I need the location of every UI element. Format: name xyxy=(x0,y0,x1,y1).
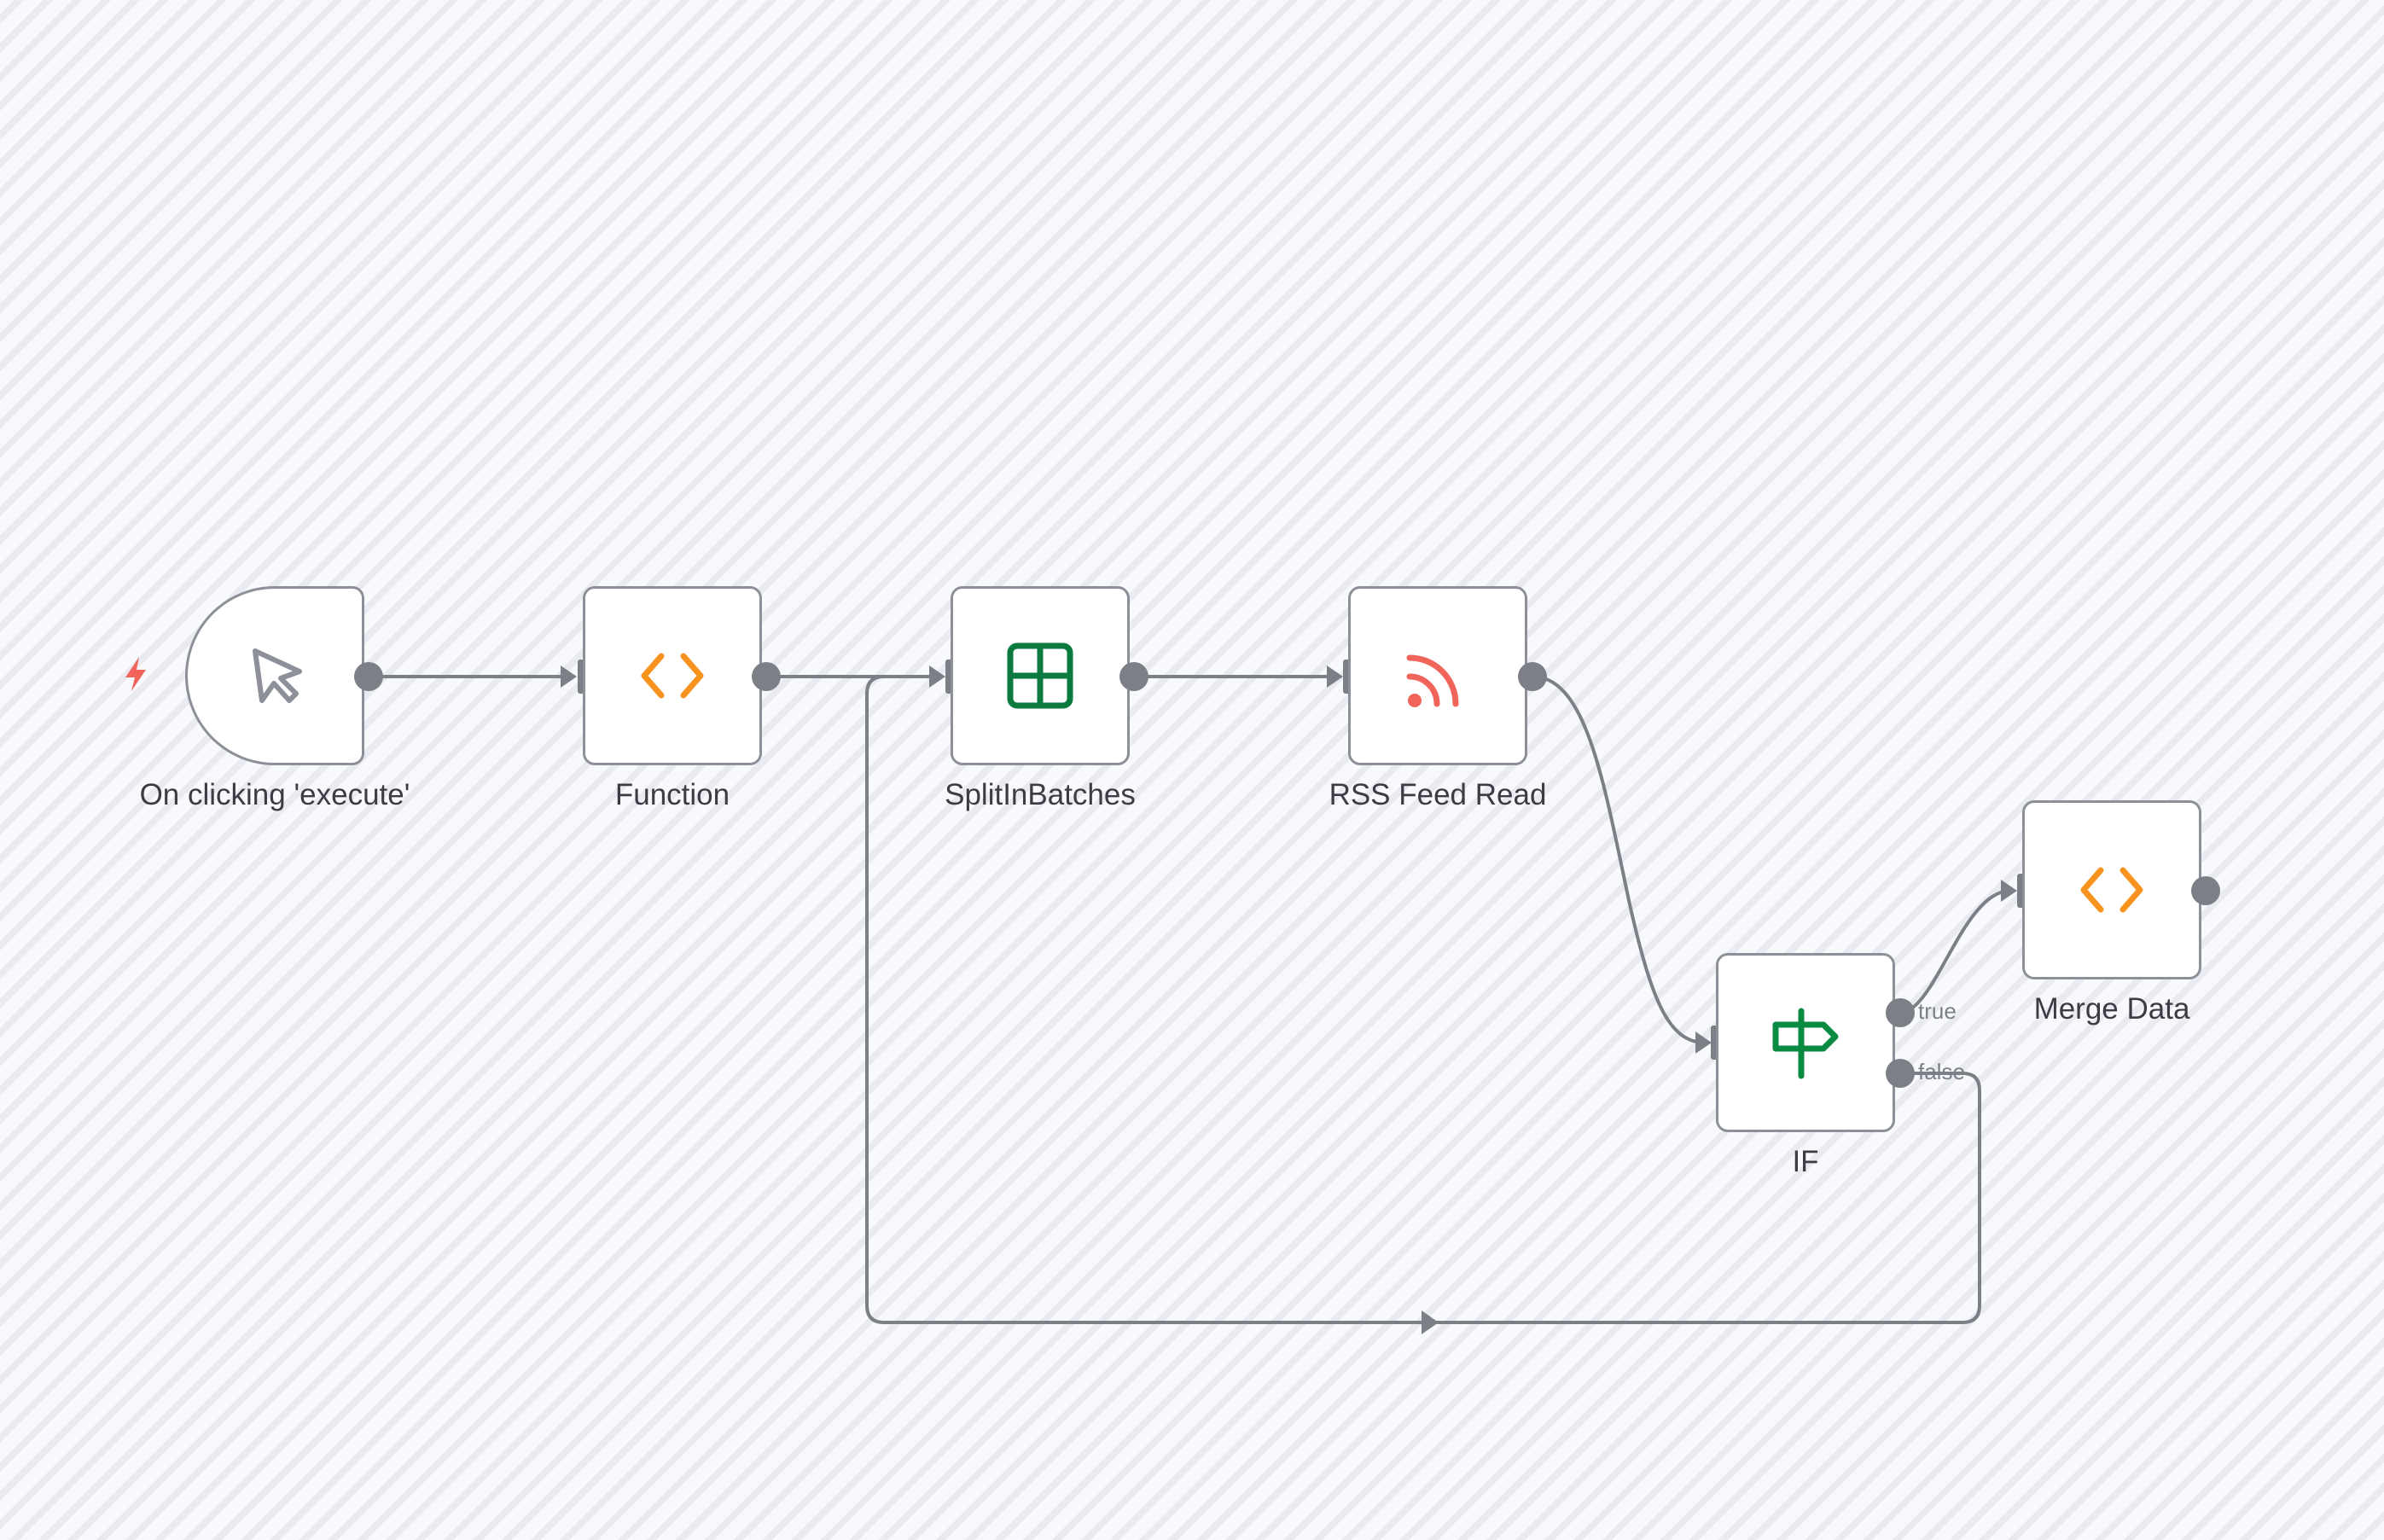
output-handle[interactable] xyxy=(1518,662,1547,691)
arrow-head xyxy=(2001,880,2017,902)
arrow-head xyxy=(1695,1032,1712,1054)
node-label-if: IF xyxy=(1792,1145,1819,1178)
rss-icon xyxy=(1406,654,1459,707)
connection-rss-if[interactable] xyxy=(1532,675,1706,1044)
grid-icon xyxy=(1007,642,1073,709)
node-merge-data[interactable] xyxy=(2022,800,2201,979)
branch-label-true: true xyxy=(1918,998,1957,1024)
node-split-in-batches[interactable] xyxy=(951,586,1130,765)
output-handle[interactable] xyxy=(354,662,383,691)
output-handle[interactable] xyxy=(752,662,781,691)
code-icon xyxy=(2080,867,2143,913)
arrow-head xyxy=(561,665,577,688)
node-function[interactable] xyxy=(583,586,762,765)
node-label-trigger: On clicking 'execute' xyxy=(139,778,410,811)
node-manual-trigger[interactable] xyxy=(185,586,364,765)
output-handle[interactable] xyxy=(2191,876,2220,905)
node-label-split: SplitInBatches xyxy=(945,778,1136,811)
cursor-icon xyxy=(253,648,302,703)
signpost-icon xyxy=(1772,1008,1839,1079)
node-rss-feed-read[interactable] xyxy=(1348,586,1527,765)
output-handle-false[interactable] xyxy=(1886,1059,1915,1088)
loop-arrow-head xyxy=(1422,1310,1439,1334)
code-icon xyxy=(641,653,704,699)
output-handle-true[interactable] xyxy=(1886,998,1915,1027)
arrow-head xyxy=(1327,665,1343,688)
node-if[interactable] xyxy=(1716,953,1895,1132)
branch-label-false: false xyxy=(1918,1059,1965,1084)
output-handle[interactable] xyxy=(1119,662,1148,691)
node-label-rss: RSS Feed Read xyxy=(1329,778,1547,811)
node-label-function: Function xyxy=(614,778,730,811)
trigger-bolt-icon xyxy=(125,657,146,691)
node-label-merge: Merge Data xyxy=(2033,992,2190,1026)
